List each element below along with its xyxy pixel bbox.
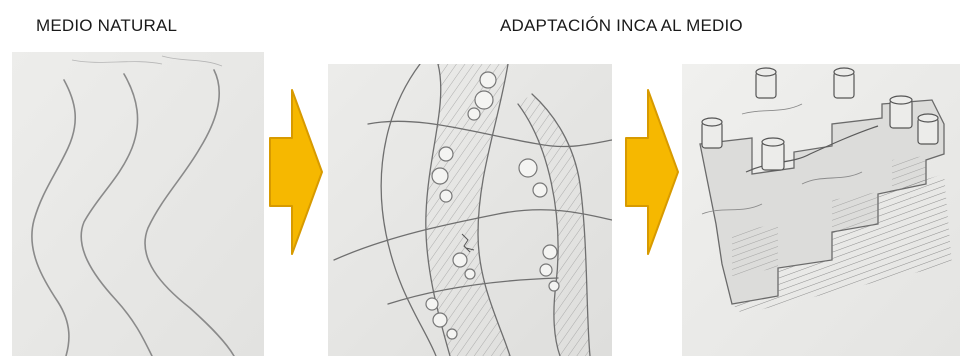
terrace-perspective-sketch-icon [682,64,960,356]
heading-natural-environment: MEDIO NATURAL [36,16,178,35]
natural-environment-sketch [12,52,264,356]
valley-riverbeds-sketch-icon [12,52,264,356]
arrow-right-icon [268,88,324,256]
terrace-plan-sketch-icon [328,64,612,356]
inca-terrace-perspective-sketch [682,64,960,356]
heading-inca-adaptation: ADAPTACIÓN INCA AL MEDIO [500,16,743,35]
inca-terrace-plan-sketch [328,64,612,356]
arrow-right-icon [624,88,680,256]
